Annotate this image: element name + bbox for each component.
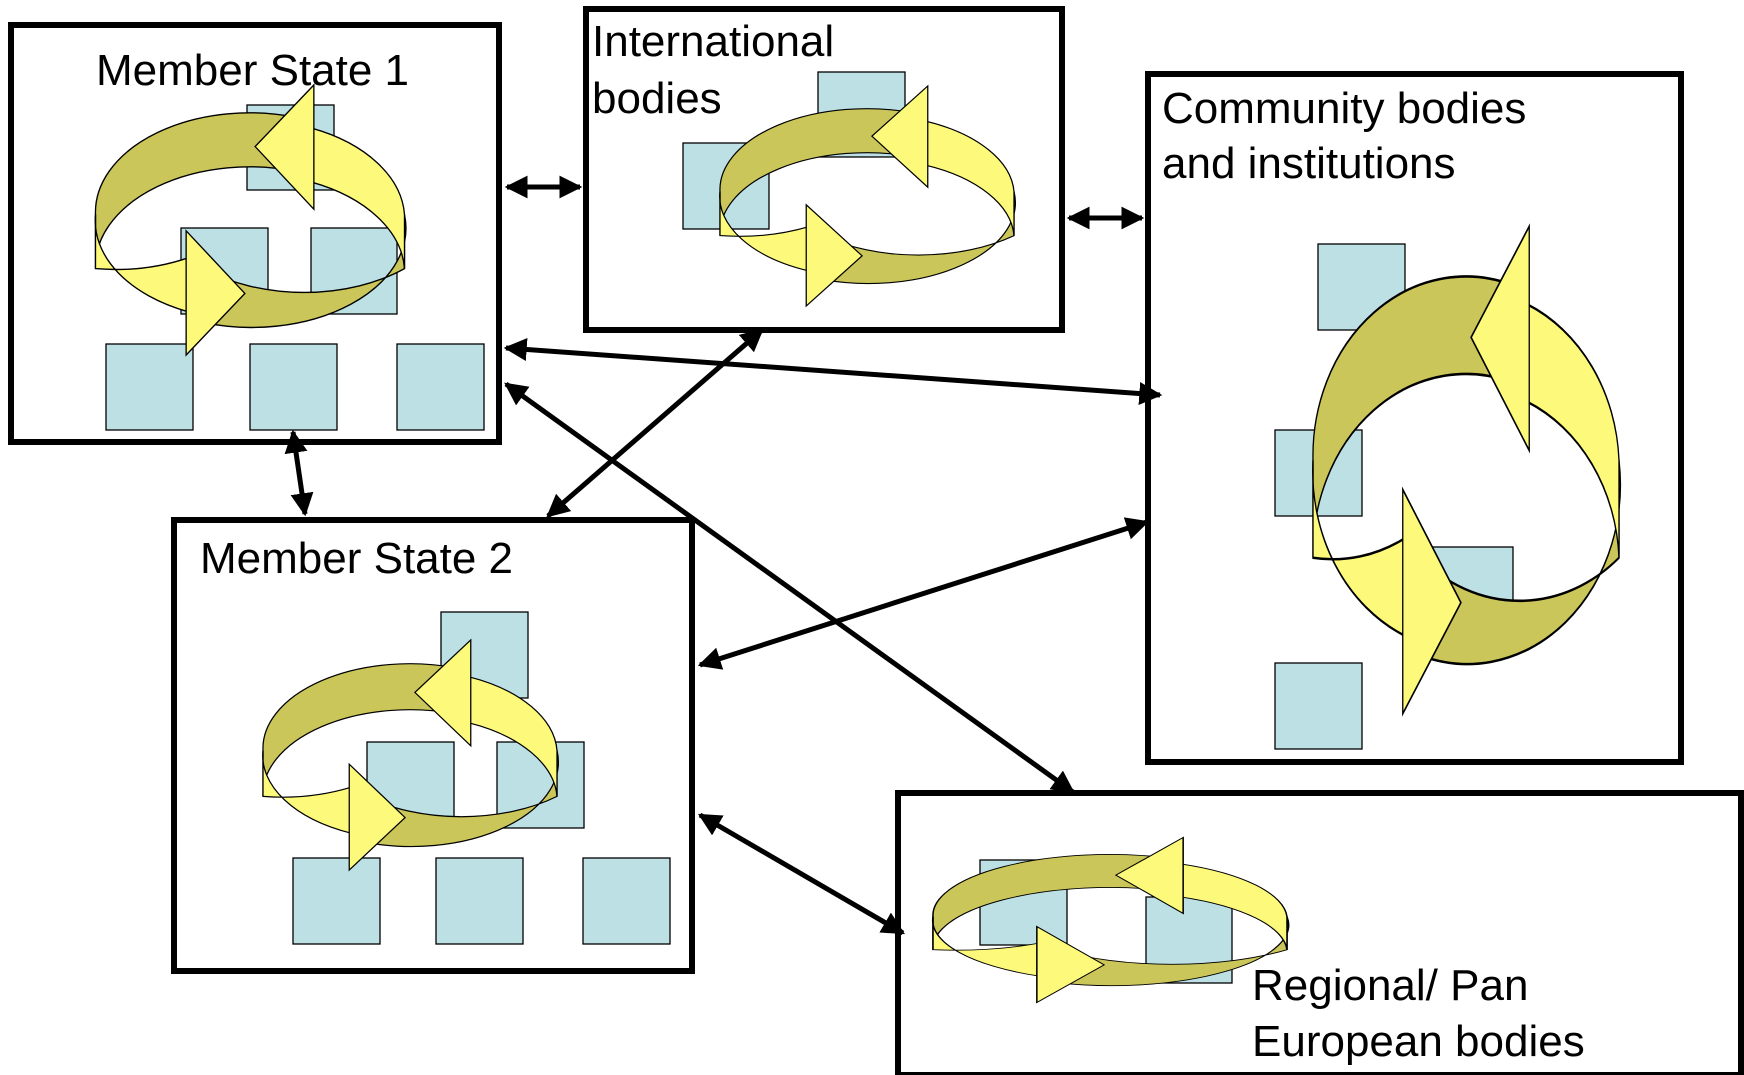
connector-ms1-community [503, 338, 1163, 405]
square [582, 857, 671, 945]
connector-ms1-ms2 [284, 429, 314, 517]
square [396, 343, 485, 431]
international-bodies-label-line-2: bodies [592, 74, 722, 123]
regional-bodies-label-line-2: European bodies [1252, 1017, 1585, 1066]
connector-ms2-regional [698, 812, 905, 936]
regional-bodies-label-line-1: Regional/ Pan [1252, 961, 1528, 1010]
member-state-1-label: Member State 1 [96, 46, 409, 95]
international-bodies-label: International bodies [592, 17, 846, 123]
member-state-2-label: Member State 2 [200, 534, 513, 583]
connector-community-ms2 [697, 517, 1150, 670]
square [1274, 662, 1363, 750]
community-bodies-label-line-2: and institutions [1162, 139, 1456, 188]
community-bodies-label-line-1: Community bodies [1162, 84, 1526, 133]
square [292, 857, 381, 945]
international-bodies-label-line-1: International [592, 17, 834, 66]
connectors [284, 175, 1163, 936]
regional-bodies-label: Regional/ Pan European bodies [1252, 961, 1585, 1066]
square [105, 343, 194, 431]
square [435, 857, 524, 945]
community-bodies-label: Community bodies and institutions [1162, 84, 1539, 188]
square [249, 343, 338, 431]
